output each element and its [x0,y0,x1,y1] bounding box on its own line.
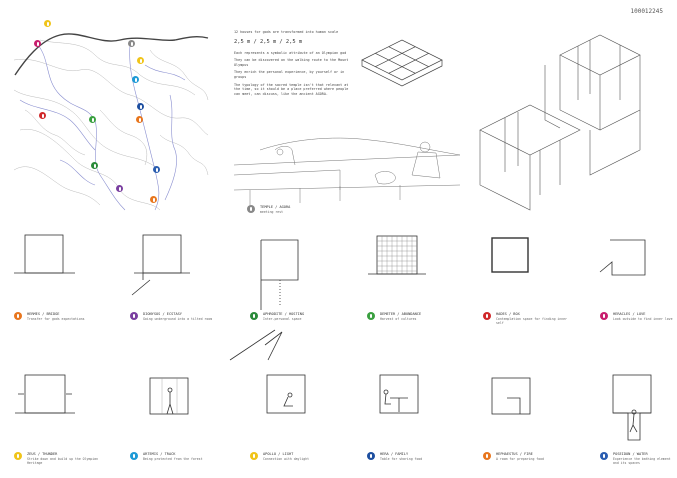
label-title: POSEIDON / WATER [613,452,648,456]
hermes-icon [14,312,22,320]
map-marker-heracles[interactable] [34,40,41,47]
grid-iso [361,39,443,87]
zeus-icon [14,452,22,460]
map-marker-dionysos[interactable] [116,185,123,192]
map-route [14,33,209,76]
row1-sections [14,234,646,310]
map-marker-artemis[interactable] [132,76,139,83]
label-desc: Experience the bathing element and its s… [613,457,671,465]
label-desc: Strike down and build up the Olympian He… [27,457,99,465]
label-desc: A room for preparing food [496,457,544,461]
label-title: ARTEMIS / TRACK [143,452,176,456]
intro-p3: They can be discovered on the walking ro… [234,58,349,67]
map-marker-poseidon[interactable] [153,166,160,173]
intro-p5: The typology of the sacred temple isn't … [234,82,349,96]
label-title: DIONYSOS / ECSTASY [143,312,182,316]
demeter-icon [367,312,375,320]
hera-icon [367,452,375,460]
label-desc: Inter-personal space [263,317,302,321]
label-title: HERMES / BRIDGE [27,312,60,316]
label-desc: Going underground into a tilted room [143,317,213,321]
sheet-code: 100012245 [630,8,663,15]
label-title: DEMETER / ABUNDANCE [380,312,422,316]
intro-p1: 12 houses for gods are transformed into … [234,30,339,34]
map-marker-hera[interactable] [137,103,144,110]
dionysos-icon [130,312,138,320]
map-marker-hades[interactable] [39,112,46,119]
exploded-iso [479,34,641,211]
label-title: HADES / BOX [496,312,520,316]
row2-sections [15,329,652,441]
label-desc: Contemplation space for finding inner se… [496,317,568,325]
hephaestus-icon [483,452,491,460]
label-title: HERACLES / LOVE [613,312,646,316]
apollo-icon [250,452,258,460]
label-title: ZEUS / THUNDER [27,452,58,456]
map-marker-demeter[interactable] [89,116,96,123]
intro-text: 12 houses for gods are transformed into … [234,30,354,99]
hestia-icon [247,205,255,213]
perspective-sub: meeting rest [260,210,284,214]
heracles-icon [600,312,608,320]
label-title: APHRODITE / HOSTING [263,312,305,316]
perspective-sketch [233,137,461,205]
map-contours [13,39,209,211]
label-desc: Being protected from the forest [143,457,203,461]
label-desc: Transfer for gods expectations [27,317,85,321]
poseidon-icon [600,452,608,460]
intro-dimensions: 2,5 m / 2,5 m / 2,5 m [234,38,303,45]
map-marker-apollo[interactable] [137,57,144,64]
map-marker-ares[interactable] [136,116,143,123]
label-desc: Connection with daylight [263,457,310,461]
map-marker-hestia[interactable] [128,40,135,47]
intro-p4: They enrich the personal experience, by … [234,70,345,79]
map-rivers [19,44,186,211]
hades-icon [483,312,491,320]
label-title: HEPHAESTUS / FIRE [496,452,533,456]
label-desc: Look outside to find inner love [613,317,673,321]
label-desc: Table for sharing food [380,457,423,461]
artemis-icon [130,452,138,460]
map-marker-hermes[interactable] [150,196,157,203]
aphrodite-icon [250,312,258,320]
map-marker-aphrodite[interactable] [91,162,98,169]
label-title: HERA / FAMILY [380,452,409,456]
label-desc: Harvest of cultures [380,317,417,321]
map-marker-zeus[interactable] [44,20,51,27]
label-title: APOLLO / LIGHT [263,452,294,456]
intro-p2: Each represents a symbolic attribute of … [234,50,347,55]
perspective-title: TEMPLE / AGORA [260,205,291,209]
